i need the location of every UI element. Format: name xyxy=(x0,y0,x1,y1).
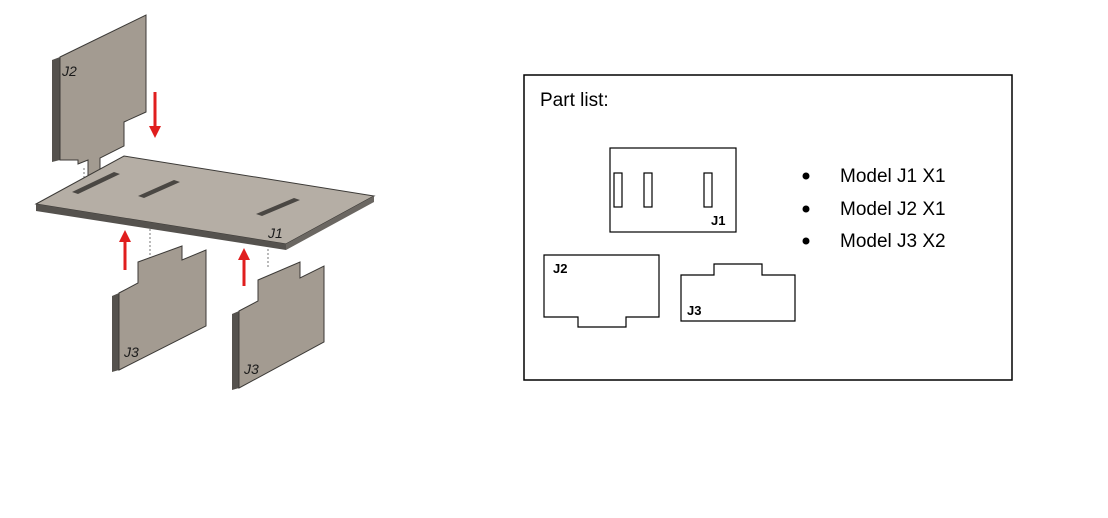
part-list-frame xyxy=(523,74,1013,381)
panel-j1-front-edge xyxy=(36,204,286,250)
panel-j2-face xyxy=(59,14,147,177)
panel-j3-left-edge xyxy=(112,293,119,372)
panel-j3-left-label: J3 xyxy=(123,344,139,360)
flat-j1-label: J1 xyxy=(711,213,725,228)
bullet-icon xyxy=(802,205,810,213)
panel-j3-right: J3 xyxy=(232,261,325,390)
flat-j2: J2 xyxy=(543,254,660,328)
panel-j2-label: J2 xyxy=(61,63,77,79)
slot-2 xyxy=(138,180,180,198)
flat-j3-label: J3 xyxy=(687,303,701,318)
list-item: Model J1 X1 xyxy=(840,166,946,187)
panel-j1-right-edge xyxy=(286,196,374,250)
panel-j3-right-face xyxy=(238,261,325,389)
part-list-title: Part list: xyxy=(540,90,609,111)
bullet-icon xyxy=(802,172,810,180)
list-item: Model J3 X2 xyxy=(840,231,946,252)
panel-j1-top xyxy=(34,155,376,245)
arrow-down-j2 xyxy=(149,92,161,138)
panel-j3-right-label: J3 xyxy=(243,361,259,377)
panel-j1: J1 xyxy=(34,155,376,250)
list-item: Model J2 X1 xyxy=(840,199,946,220)
flat-j1-slot-3 xyxy=(703,172,713,208)
flat-j1: J1 xyxy=(609,147,737,233)
bullet-icon xyxy=(802,237,810,245)
part-list-items: Model J1 X1 Model J2 X1 Model J3 X2 xyxy=(802,166,946,252)
panel-j1-label: J1 xyxy=(267,225,283,241)
flat-j1-slot-1 xyxy=(613,172,623,208)
part-list-box: Part list: J1 J2 J3 Model J1 X1 Model J2… xyxy=(523,74,1013,381)
slot-1 xyxy=(72,172,120,194)
panel-j2-edge xyxy=(52,57,60,162)
flat-j3-outline xyxy=(680,263,796,322)
panel-j3-left-face xyxy=(118,245,207,371)
flat-j1-slot-2 xyxy=(643,172,653,208)
panel-j2: J2 xyxy=(52,14,147,177)
arrow-up-j3-right xyxy=(238,248,250,286)
panel-j3-left: J3 xyxy=(112,245,207,372)
flat-j1-outline xyxy=(609,147,737,233)
slot-3 xyxy=(256,198,300,216)
panel-j3-right-edge xyxy=(232,311,239,390)
flat-j3: J3 xyxy=(680,263,796,322)
flat-j2-outline xyxy=(543,254,660,328)
arrow-up-j3-left xyxy=(119,230,131,270)
flat-j2-label: J2 xyxy=(553,261,567,276)
